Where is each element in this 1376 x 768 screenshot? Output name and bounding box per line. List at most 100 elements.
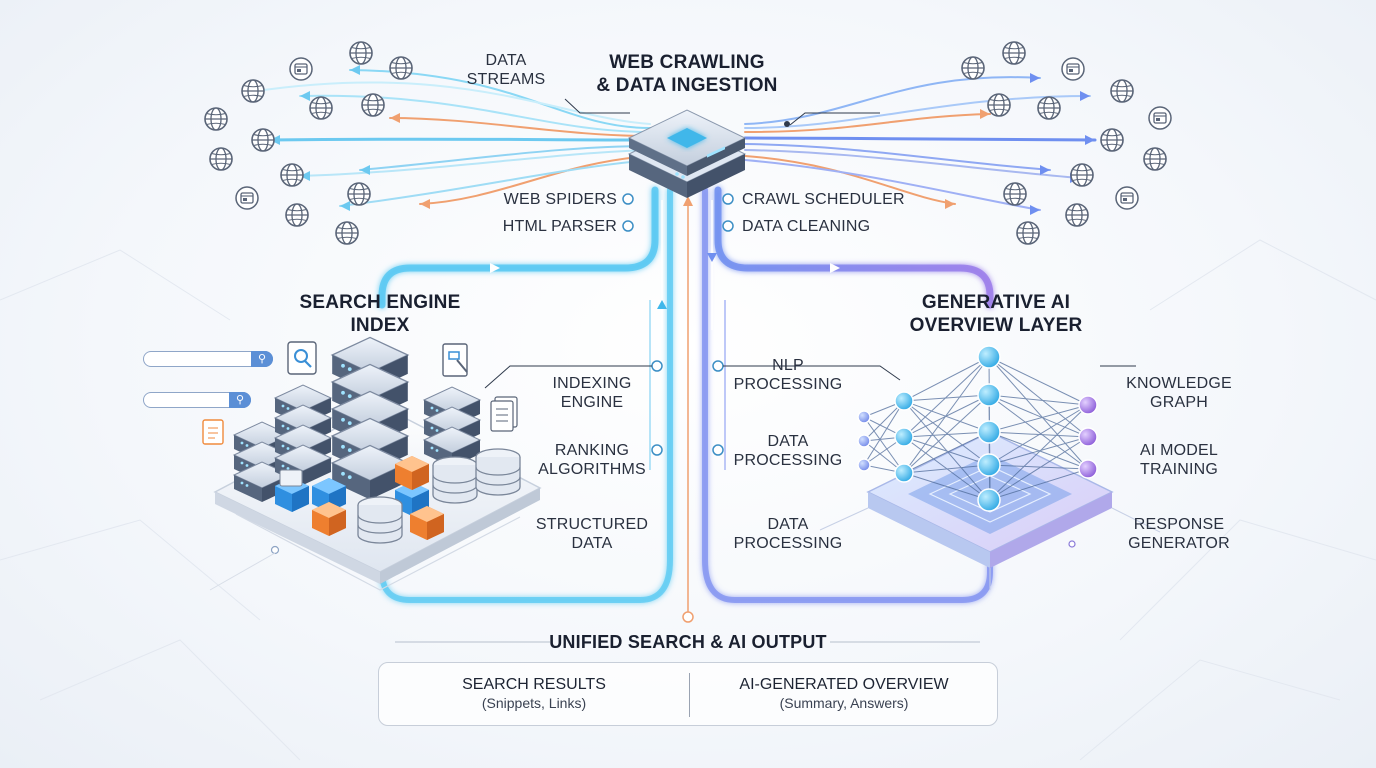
browser-icon: [1115, 186, 1139, 210]
network-edge: [903, 356, 990, 474]
network-edge: [988, 394, 1089, 470]
network-node: [1078, 395, 1098, 415]
output-junction-node: [682, 611, 694, 623]
globe-icon: [241, 79, 265, 103]
network-edge: [903, 431, 990, 474]
right-crawl-streams: [743, 76, 1097, 211]
network-edge: [988, 436, 1089, 466]
globe-icon: [347, 182, 371, 206]
crawler-server-icon: [627, 109, 747, 198]
globe-icon: [1003, 182, 1027, 206]
network-edge: [988, 356, 1089, 438]
label-web-spiders: WEB SPIDERS: [503, 191, 617, 208]
title-web-crawling: WEB CRAWLING& DATA INGESTION: [596, 52, 778, 96]
network-node: [977, 488, 1001, 512]
network-edge: [903, 394, 990, 474]
background-network-lines: [0, 239, 1376, 761]
ai-overview-panel: AI-GENERATED OVERVIEW (Summary, Answers): [694, 675, 994, 712]
search-results-panel: SEARCH RESULTS (Snippets, Links): [384, 675, 684, 712]
network-edge: [988, 468, 1089, 501]
main-flows: [378, 186, 994, 603]
network-edge: [988, 464, 1089, 470]
title-unified-output: UNIFIED SEARCH & AI OUTPUT: [549, 632, 827, 652]
browser-icon: [1061, 57, 1085, 81]
search-icon: [287, 341, 317, 375]
search-index-illustration: [209, 336, 542, 591]
network-edge: [988, 404, 1089, 433]
network-edge: [988, 356, 1089, 406]
globe-icon: [361, 93, 385, 117]
network-edge: [903, 436, 990, 466]
neural-network-edges: [863, 356, 1089, 501]
data-streams-leader: [564, 98, 630, 114]
globe-icon: [1070, 163, 1094, 187]
globe-icon: [280, 163, 304, 187]
network-node: [857, 458, 871, 472]
neural-network-nodes: [857, 345, 1098, 512]
network-edge: [988, 394, 1089, 406]
right-globe-icons: [961, 41, 1172, 245]
left-globe-icons: [204, 41, 413, 245]
search-icon: ⚲: [229, 391, 251, 408]
left-crawl-streams: [249, 69, 652, 207]
network-node: [977, 420, 1001, 444]
globe-icon: [209, 147, 233, 171]
network-node: [977, 383, 1001, 407]
ai-overview-subtext: (Summary, Answers): [779, 695, 909, 711]
network-edge: [903, 394, 990, 438]
search-results-heading: SEARCH RESULTS: [462, 676, 606, 693]
network-node: [977, 345, 1001, 369]
globe-icon: [987, 93, 1011, 117]
globe-icon: [1143, 147, 1167, 171]
search-results-subtext: (Snippets, Links): [481, 695, 587, 711]
network-edge: [903, 356, 990, 402]
network-edge: [903, 400, 990, 466]
network-edge: [863, 400, 905, 466]
network-node: [894, 463, 914, 483]
network-node: [894, 427, 914, 447]
label-data-cleaning: DATA CLEANING: [742, 218, 871, 235]
globe-icon: [1065, 203, 1089, 227]
network-edge: [988, 356, 1089, 470]
network-node: [857, 434, 871, 448]
network-node: [1078, 459, 1098, 479]
search-icon: ⚲: [251, 350, 273, 367]
browser-icon: [1148, 106, 1172, 130]
globe-icon: [1110, 79, 1134, 103]
output-panel: SEARCH RESULTS (Snippets, Links) AI-GENE…: [378, 662, 998, 726]
browser-icon: [235, 186, 259, 210]
label-html-parser: HTML PARSER: [502, 218, 617, 235]
network-edge: [903, 472, 990, 501]
network-edge: [903, 356, 990, 438]
document-icon: [442, 343, 468, 377]
network-edge: [903, 394, 990, 402]
globe-icon: [204, 107, 228, 131]
document-icon: [202, 419, 224, 445]
globe-icon: [389, 56, 413, 80]
network-node: [1078, 427, 1098, 447]
globe-icon: [1100, 128, 1124, 152]
globe-icon: [349, 41, 373, 65]
document-icon: [490, 396, 518, 432]
label-crawl-scheduler: CRAWL SCHEDULER: [742, 191, 905, 208]
globe-icon: [285, 203, 309, 227]
flow-arrowheads: [490, 196, 840, 309]
output-divider: [689, 673, 690, 717]
network-edge: [988, 404, 1089, 466]
globe-icon: [1002, 41, 1026, 65]
search-bar-icon: ⚲: [143, 350, 273, 367]
inner-flow-lines: [649, 200, 726, 612]
network-node: [894, 391, 914, 411]
